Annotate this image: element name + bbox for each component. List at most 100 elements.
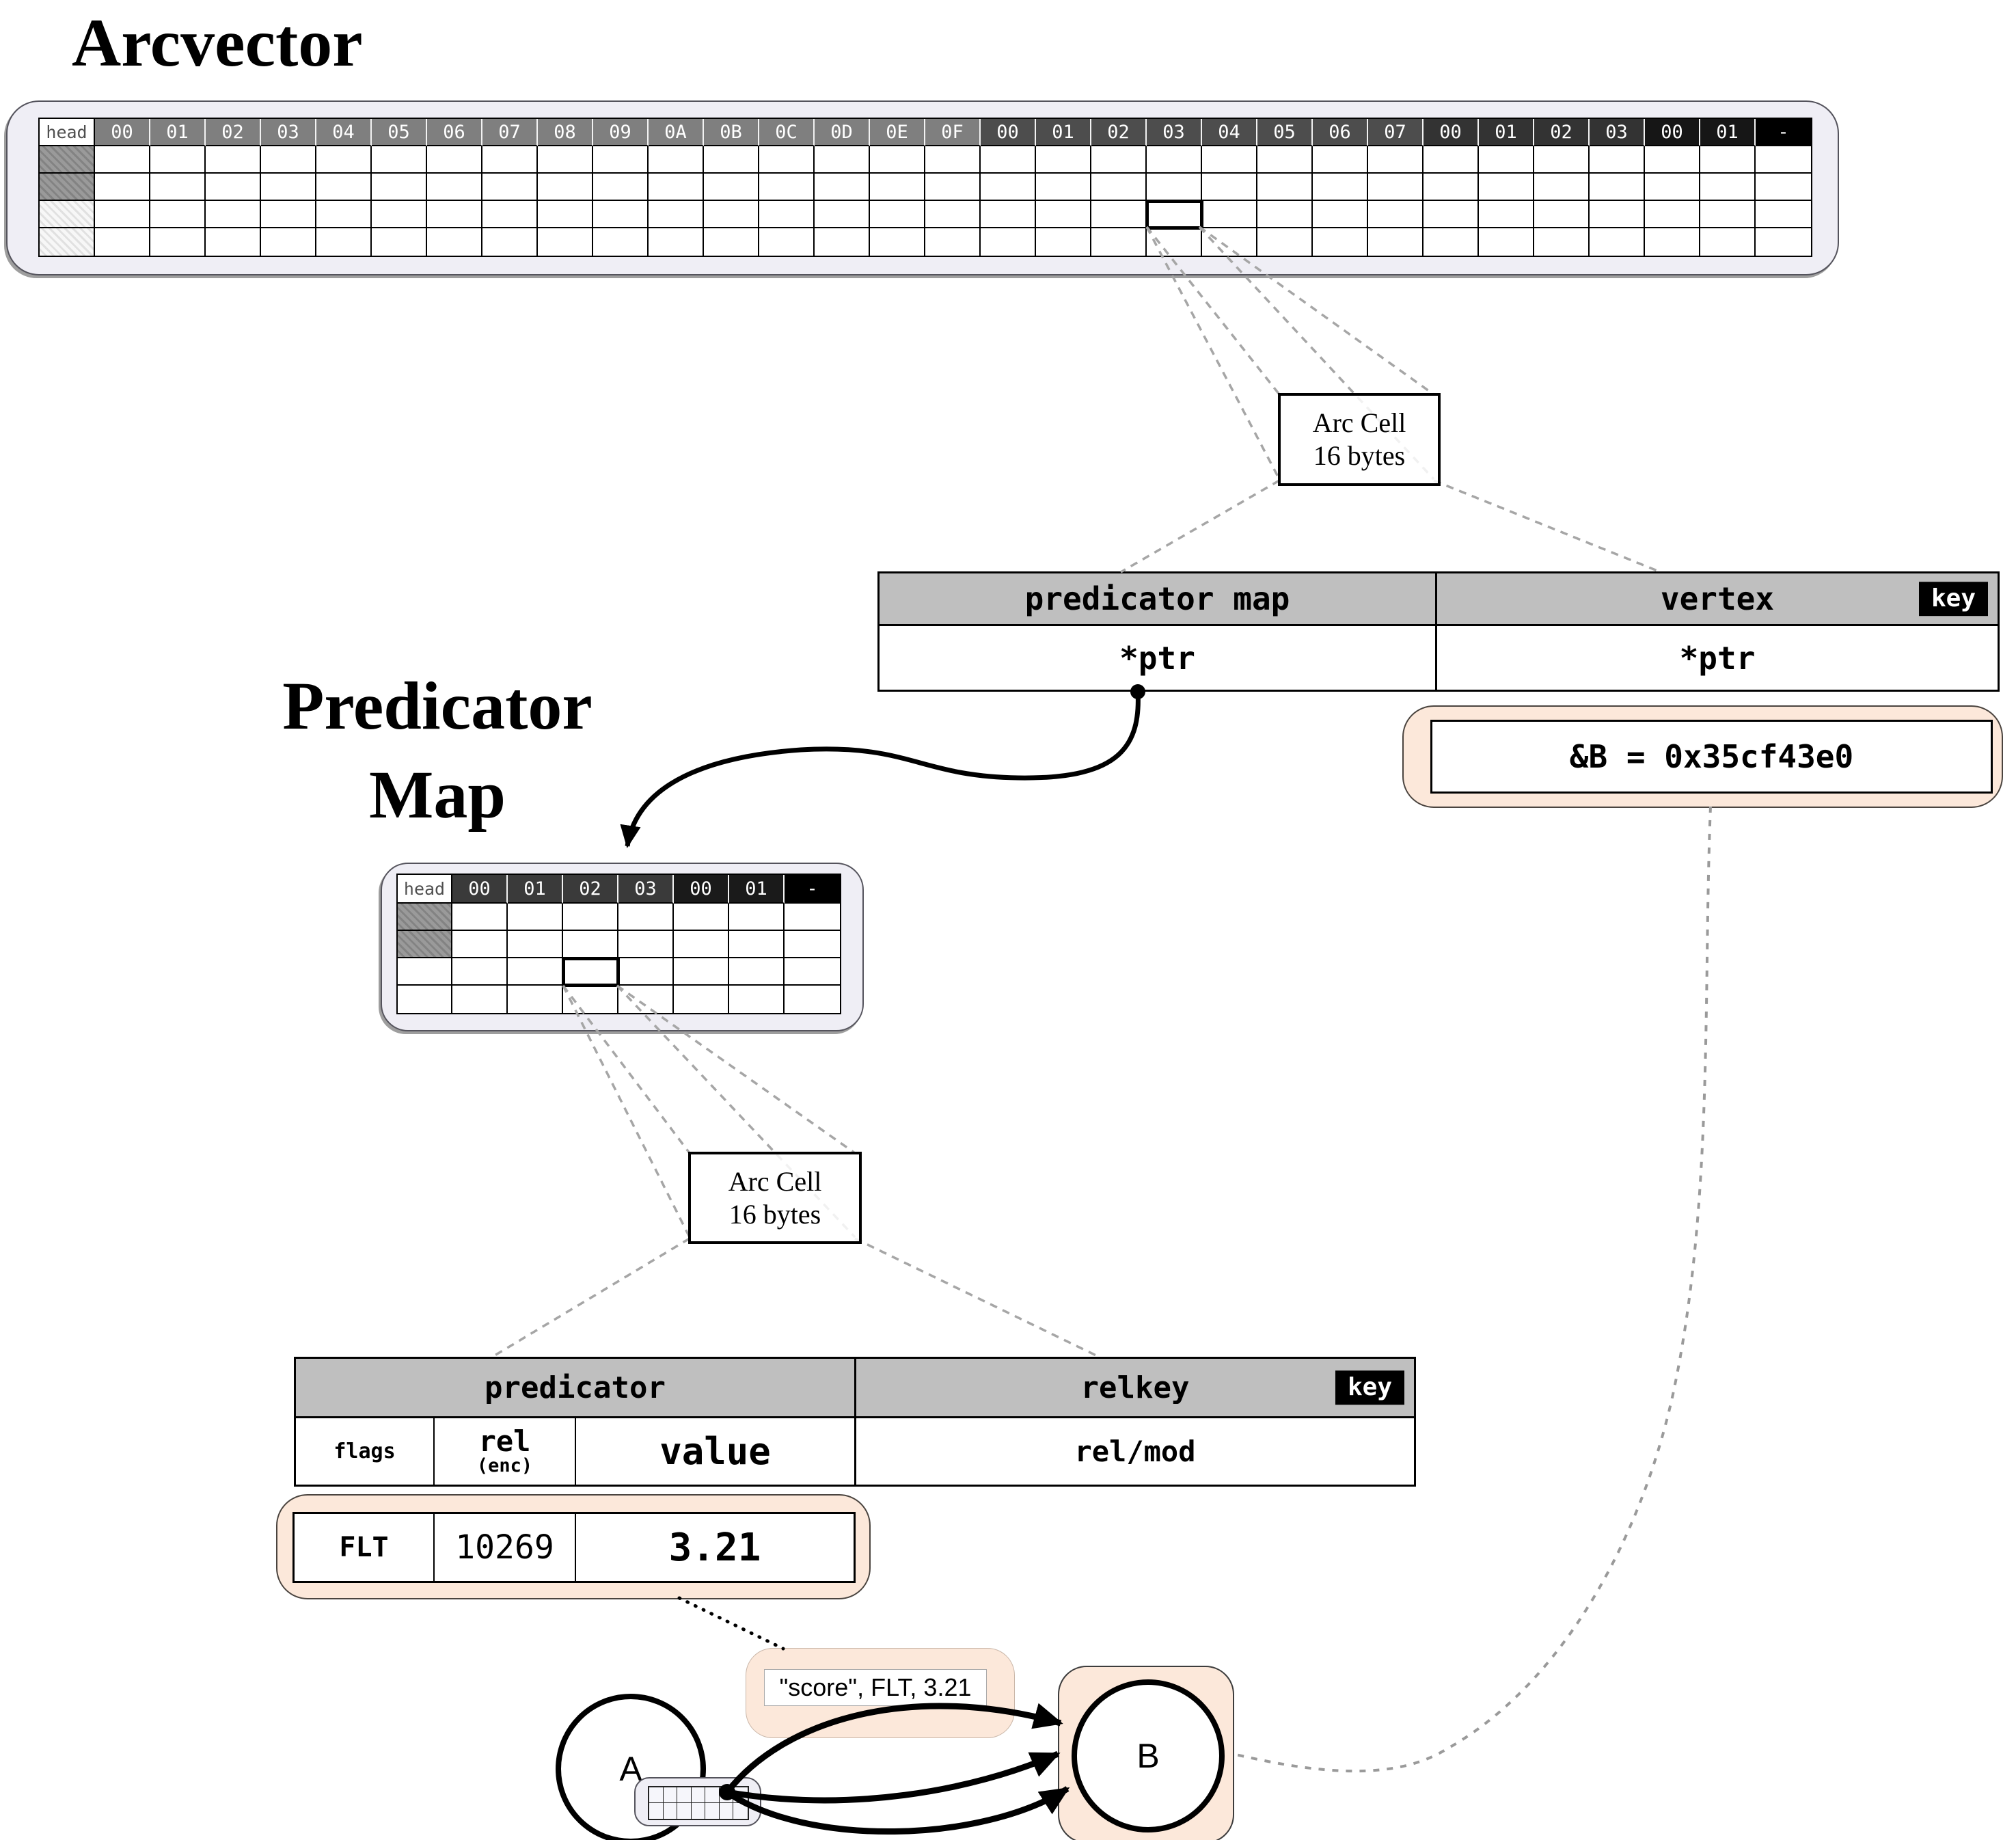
byte-cell bbox=[674, 904, 729, 931]
node-b-label: B bbox=[1136, 1737, 1160, 1775]
byte-cell bbox=[729, 931, 785, 958]
byte-cell bbox=[925, 174, 981, 201]
byte-cell bbox=[593, 201, 649, 228]
byte-column-header: 04 bbox=[1202, 119, 1257, 146]
byte-cell bbox=[674, 986, 729, 1013]
byte-cell bbox=[1036, 146, 1091, 174]
mini-grid-cell bbox=[649, 1803, 664, 1819]
byte-cell bbox=[1424, 146, 1479, 174]
byte-cell bbox=[316, 201, 372, 228]
byte-cell bbox=[452, 904, 508, 931]
byte-cell bbox=[1313, 174, 1368, 201]
vertex-value-box: &B = 0x35cf43e0 bbox=[1402, 705, 2003, 808]
byte-cell bbox=[508, 958, 563, 986]
zoom-line-box1-structL bbox=[1120, 479, 1280, 573]
byte-cell bbox=[1202, 201, 1257, 228]
byte-cell bbox=[1590, 201, 1645, 228]
byte-cell bbox=[150, 174, 206, 201]
byte-cell bbox=[261, 201, 316, 228]
mini-grid-cell bbox=[691, 1787, 706, 1803]
byte-cell bbox=[618, 986, 674, 1013]
arc-cell-callout-2-line1: Arc Cell bbox=[728, 1165, 822, 1197]
byte-cell bbox=[316, 174, 372, 201]
byte-cell bbox=[815, 228, 870, 256]
byte-cell bbox=[785, 904, 840, 931]
key-badge-1: key bbox=[1918, 582, 1988, 616]
byte-cell bbox=[618, 931, 674, 958]
byte-cell bbox=[482, 146, 538, 174]
byte-column-header: 04 bbox=[316, 119, 372, 146]
byte-column-header: 00 bbox=[1645, 119, 1700, 146]
byte-cell bbox=[427, 201, 482, 228]
byte-cell bbox=[1368, 174, 1424, 201]
byte-cell bbox=[981, 174, 1036, 201]
byte-cell bbox=[925, 146, 981, 174]
byte-column-header: 0C bbox=[759, 119, 815, 146]
zoom-line-box2-structR bbox=[854, 1237, 1101, 1359]
node-b: B bbox=[1072, 1679, 1225, 1832]
byte-column-header: 02 bbox=[1091, 119, 1147, 146]
byte-cell bbox=[508, 931, 563, 958]
byte-cell bbox=[1534, 201, 1590, 228]
byte-cell bbox=[593, 174, 649, 201]
byte-column-header: 00 bbox=[95, 119, 150, 146]
byte-cell bbox=[618, 958, 674, 986]
rel-field-sub: (enc) bbox=[476, 1455, 533, 1477]
byte-cell bbox=[1479, 201, 1534, 228]
byte-cell bbox=[452, 986, 508, 1013]
byte-cell bbox=[1036, 228, 1091, 256]
byte-cell bbox=[1091, 228, 1147, 256]
byte-cell bbox=[1700, 228, 1756, 256]
byte-column-header: 00 bbox=[981, 119, 1036, 146]
byte-cell bbox=[704, 174, 759, 201]
vertex-ptr-cell: *ptr bbox=[1679, 639, 1756, 677]
byte-cell bbox=[785, 931, 840, 958]
byte-column-header: 03 bbox=[618, 875, 674, 904]
byte-cell bbox=[981, 201, 1036, 228]
byte-cell bbox=[1424, 228, 1479, 256]
byte-cell bbox=[452, 931, 508, 958]
byte-column-header: 00 bbox=[674, 875, 729, 904]
byte-cell bbox=[538, 174, 593, 201]
byte-cell bbox=[815, 174, 870, 201]
head-cell bbox=[40, 201, 95, 228]
byte-column-header: 0A bbox=[649, 119, 704, 146]
byte-cell bbox=[427, 174, 482, 201]
byte-cell bbox=[1756, 201, 1811, 228]
byte-cell bbox=[1479, 228, 1534, 256]
byte-cell bbox=[1091, 174, 1147, 201]
byte-cell bbox=[538, 228, 593, 256]
byte-cell bbox=[372, 146, 427, 174]
byte-cell bbox=[95, 228, 150, 256]
mini-grid-cell bbox=[705, 1803, 720, 1819]
byte-cell bbox=[1147, 146, 1202, 174]
byte-cell bbox=[95, 146, 150, 174]
predicator-instance-table: FLT 10269 3.21 bbox=[292, 1512, 856, 1583]
byte-cell bbox=[1257, 228, 1313, 256]
byte-column-header: 00 bbox=[452, 875, 508, 904]
mini-arcvector-grid bbox=[648, 1786, 749, 1820]
highlighted-arc-cell bbox=[1145, 200, 1203, 230]
predicator-map-title-line2: Map bbox=[369, 757, 506, 833]
byte-cell bbox=[1202, 174, 1257, 201]
byte-cell bbox=[870, 174, 925, 201]
byte-cell bbox=[815, 146, 870, 174]
byte-column-header: 0F bbox=[925, 119, 981, 146]
byte-cell bbox=[729, 958, 785, 986]
byte-cell bbox=[815, 201, 870, 228]
byte-cell bbox=[261, 174, 316, 201]
byte-cell bbox=[1756, 228, 1811, 256]
byte-cell bbox=[1313, 228, 1368, 256]
byte-cell bbox=[1424, 201, 1479, 228]
byte-cell bbox=[649, 228, 704, 256]
predicator-map-column-header: predicator map bbox=[880, 573, 1437, 624]
byte-column-header: 03 bbox=[1590, 119, 1645, 146]
byte-cell bbox=[482, 174, 538, 201]
byte-cell bbox=[1534, 228, 1590, 256]
byte-column-header: 0D bbox=[815, 119, 870, 146]
arc-cell-callout-1: Arc Cell 16 bytes bbox=[1278, 393, 1441, 486]
byte-cell bbox=[95, 201, 150, 228]
mini-grid-cell bbox=[677, 1803, 692, 1819]
byte-cell bbox=[563, 931, 618, 958]
byte-cell bbox=[372, 228, 427, 256]
